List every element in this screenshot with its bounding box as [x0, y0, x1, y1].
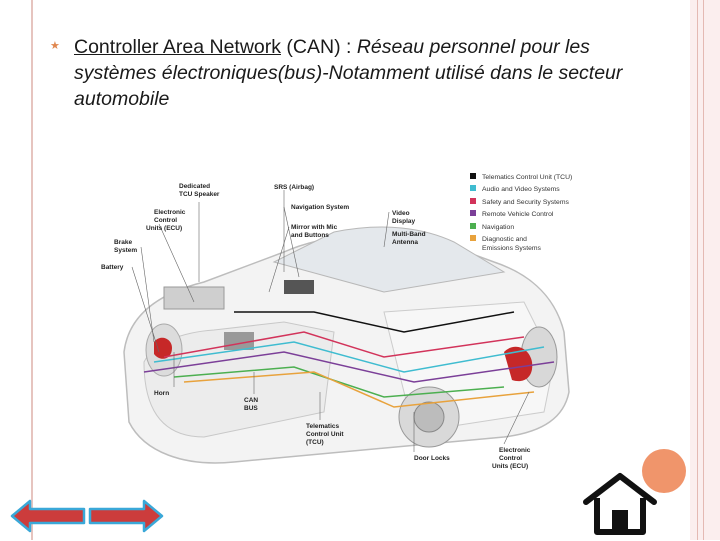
- car-body: [123, 226, 570, 464]
- label-ecu2-3: Units (ECU): [492, 463, 528, 470]
- legend-swatch-audio: [470, 185, 476, 191]
- label-dedicated-tcu-speaker-2: TCU Speaker: [179, 191, 220, 198]
- legend-swatch-diagnostic: [470, 235, 476, 241]
- forward-button[interactable]: [88, 498, 164, 539]
- legend: Telematics Control Unit (TCU) Audio and …: [470, 173, 572, 252]
- label-ecu-1: Electronic: [154, 209, 186, 216]
- back-arrow-icon: [10, 499, 86, 533]
- right-band: [690, 0, 720, 540]
- label-antenna-2: Antenna: [392, 239, 418, 246]
- label-brake-1: Brake: [114, 239, 132, 246]
- legend-label-diagnostic-2: Emissions Systems: [482, 245, 542, 252]
- legend-swatch-navigation: [470, 223, 476, 229]
- legend-label-diagnostic-1: Diagnostic and: [482, 236, 527, 243]
- label-video-display-1: Video: [392, 210, 410, 217]
- label-ecu2-2: Control: [499, 455, 522, 462]
- can-abbr: (CAN) :: [281, 36, 357, 58]
- right-rule-2: [702, 0, 704, 540]
- home-icon: [583, 473, 657, 535]
- label-ecu-2: Control: [154, 217, 177, 224]
- legend-swatch-remote: [470, 210, 476, 216]
- legend-label-tcu: Telematics Control Unit (TCU): [482, 174, 572, 181]
- label-brake-2: System: [114, 247, 137, 254]
- right-rule-1: [696, 0, 698, 540]
- label-tcu-2: Control Unit: [306, 431, 344, 438]
- label-ecu2-1: Electronic: [499, 447, 531, 454]
- label-video-display-2: Display: [392, 218, 416, 225]
- car-diagram-svg: Dedicated TCU Speaker SRS (Airbag) Navig…: [101, 173, 572, 470]
- decorative-circle: [642, 449, 686, 493]
- label-mirror-2: and Buttons: [291, 232, 329, 239]
- legend-label-audio: Audio and Video Systems: [482, 186, 560, 193]
- back-button[interactable]: [10, 498, 86, 539]
- label-antenna-1: Multi-Band: [392, 231, 426, 238]
- label-tcu-3: (TCU): [306, 439, 324, 446]
- legend-swatch-tcu: [470, 173, 476, 179]
- home-button[interactable]: [582, 470, 658, 541]
- wiring: [143, 311, 555, 408]
- label-srs-airbag: SRS (Airbag): [274, 184, 314, 191]
- label-door-locks: Door Locks: [414, 455, 450, 462]
- can-diagram: Dedicated TCU Speaker SRS (Airbag) Navig…: [84, 162, 607, 494]
- label-ecu-3: Units (ECU): [146, 225, 182, 232]
- forward-arrow-icon: [88, 499, 164, 533]
- legend-label-navigation: Navigation: [482, 224, 514, 231]
- bullet-icon: ★: [50, 40, 60, 52]
- legend-swatch-safety: [470, 198, 476, 204]
- legend-label-remote: Remote Vehicle Control: [482, 211, 554, 218]
- can-link[interactable]: Controller Area Network: [74, 36, 281, 58]
- label-can-bus-2: BUS: [244, 405, 258, 412]
- label-mirror-1: Mirror with Mic: [291, 224, 338, 231]
- label-battery: Battery: [101, 264, 124, 271]
- label-can-bus-1: CAN: [244, 397, 258, 404]
- legend-label-safety: Safety and Security Systems: [482, 199, 569, 206]
- callout-lines: [131, 190, 530, 452]
- label-navigation-system: Navigation System: [291, 204, 349, 211]
- can-description: Réseau personnel pour les systèmes élect…: [74, 36, 623, 110]
- left-rule: [31, 0, 33, 540]
- label-dedicated-tcu-speaker-1: Dedicated: [179, 183, 210, 190]
- label-horn: Horn: [154, 390, 169, 397]
- bullet-text: Controller Area Network (CAN) : Réseau p…: [74, 34, 634, 112]
- label-tcu-1: Telematics: [306, 423, 340, 430]
